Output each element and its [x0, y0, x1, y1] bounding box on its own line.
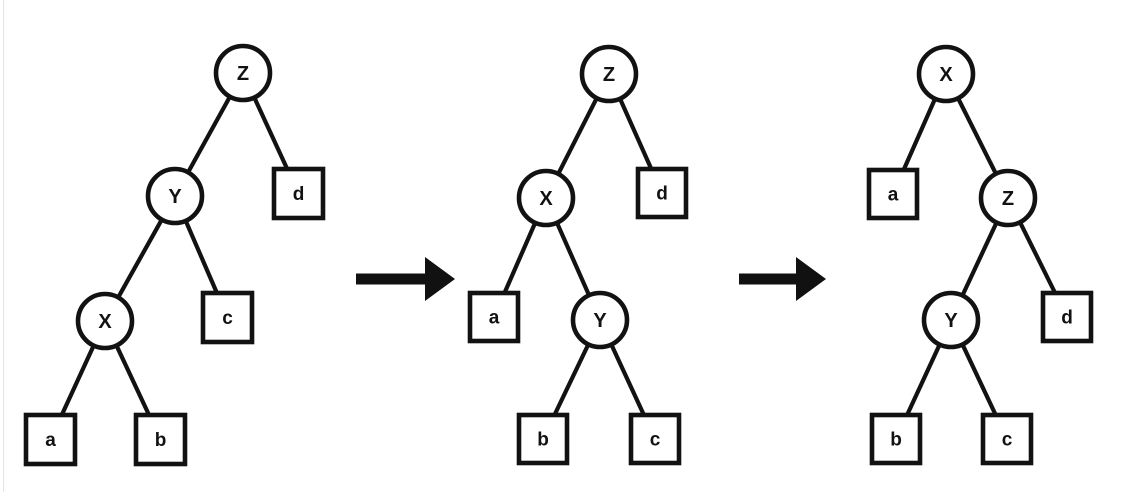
- tree-edge-t2-y-to-t2-b: [552, 342, 591, 418]
- leaf-label: b: [155, 430, 167, 451]
- leaf-label: a: [489, 308, 500, 329]
- tree-edge-t2-z-to-t2-x: [556, 95, 599, 177]
- tree-edge-t1-x-to-t1-a: [59, 343, 96, 418]
- tree-node-t2-y[interactable]: Y: [570, 290, 630, 350]
- tree-edge-t3-y-to-t3-b: [904, 342, 942, 418]
- tree-edge-t3-z-to-t3-y: [960, 220, 999, 298]
- tree-leaf-t2-a[interactable]: a: [467, 290, 521, 344]
- leaf-square-shape: [467, 290, 521, 344]
- leaf-square-shape: [628, 412, 682, 466]
- leaf-label: d: [293, 184, 305, 205]
- tree-leaf-t1-c[interactable]: c: [200, 290, 255, 345]
- tree-leaf-t1-d[interactable]: d: [271, 166, 326, 221]
- node-label: Z: [237, 63, 249, 85]
- node-circle-shape: [213, 43, 273, 103]
- tree-edge-t3-x-to-t3-z: [955, 96, 999, 176]
- tree-node-t3-x[interactable]: X: [916, 44, 976, 104]
- node-circle-shape: [916, 44, 976, 104]
- tree-middle: Z X Yd a b c: [467, 44, 689, 466]
- leaf-label: b: [537, 430, 549, 451]
- node-label: Z: [1002, 188, 1014, 210]
- tree-node-t2-x[interactable]: X: [516, 168, 576, 228]
- leaf-square-shape: [980, 412, 1034, 466]
- tree-edge-t1-y-to-t1-c: [183, 218, 220, 296]
- tree-edge-t1-z-to-t1-d: [252, 95, 290, 172]
- node-circle-shape: [75, 291, 135, 351]
- tree-edge-t1-x-to-t1-b: [114, 343, 152, 418]
- leaf-square-shape: [1040, 290, 1094, 344]
- leaf-square-shape: [133, 412, 188, 467]
- leaf-label: c: [650, 430, 661, 451]
- tree-edges-group: [502, 95, 654, 418]
- tree-edge-t1-z-to-t1-y: [185, 94, 233, 175]
- tree-node-t3-z[interactable]: Z: [978, 168, 1038, 228]
- leaf-square-shape: [200, 290, 255, 345]
- node-circle-shape: [570, 290, 630, 350]
- tree-edge-t2-x-to-t2-y: [554, 220, 592, 298]
- tree-leaf-t3-d[interactable]: d: [1040, 290, 1094, 344]
- leaf-label: d: [656, 184, 668, 205]
- leaf-label: c: [1002, 430, 1013, 451]
- node-label: Z: [603, 64, 615, 86]
- node-label: X: [539, 188, 553, 210]
- leaf-square-shape: [23, 412, 78, 467]
- leaf-label: d: [1061, 308, 1073, 329]
- tree-node-t1-y[interactable]: Y: [145, 166, 205, 226]
- node-circle-shape: [145, 166, 205, 226]
- page-gutter-line: [3, 0, 4, 492]
- leaf-square-shape: [516, 412, 570, 466]
- node-circle-shape: [579, 44, 639, 104]
- node-label: X: [98, 311, 112, 333]
- tree-edge-t3-x-to-t3-a: [901, 96, 938, 173]
- tree-edge-t3-z-to-t3-d: [1017, 220, 1058, 296]
- leaf-label: a: [888, 185, 899, 206]
- tree-edge-t2-x-to-t2-a: [502, 220, 538, 296]
- tree-leaf-t2-c[interactable]: c: [628, 412, 682, 466]
- node-label: Y: [168, 186, 182, 208]
- tree-node-t3-y[interactable]: Y: [921, 290, 981, 350]
- tree-edge-t3-y-to-t3-c: [960, 342, 998, 418]
- tree-leaf-t2-d[interactable]: d: [635, 166, 689, 220]
- leaf-square-shape: [869, 412, 923, 466]
- node-label: Y: [944, 310, 958, 332]
- tree-before: Z Y Xd c a b: [23, 43, 326, 467]
- node-circle-shape: [516, 168, 576, 228]
- tree-node-t1-x[interactable]: X: [75, 291, 135, 351]
- node-label: Y: [593, 310, 607, 332]
- tree-leaf-t1-b[interactable]: b: [133, 412, 188, 467]
- leaf-label: c: [222, 308, 233, 329]
- tree-leaf-t1-a[interactable]: a: [23, 412, 78, 467]
- tree-edge-t2-z-to-t2-d: [617, 96, 654, 172]
- tree-leaf-t3-b[interactable]: b: [869, 412, 923, 466]
- tree-edge-t2-y-to-t2-c: [609, 342, 647, 418]
- leaf-square-shape: [635, 166, 689, 220]
- diagram-content-group: Z Y Xd c a b Z X Yd a b c X Z Ya d b c: [23, 43, 1094, 467]
- node-circle-shape: [978, 168, 1038, 228]
- tree-leaf-t2-b[interactable]: b: [516, 412, 570, 466]
- right-arrow-icon-arrow-2: [739, 257, 826, 301]
- tree-edges-group: [901, 96, 1058, 418]
- tree-edges-group: [59, 94, 290, 418]
- node-circle-shape: [921, 290, 981, 350]
- tree-node-t1-z[interactable]: Z: [213, 43, 273, 103]
- tree-edge-t1-y-to-t1-x: [116, 217, 164, 300]
- leaf-label: b: [890, 430, 902, 451]
- leaf-label: a: [45, 430, 56, 451]
- leaf-square-shape: [271, 166, 326, 221]
- node-label: X: [939, 64, 953, 86]
- leaf-square-shape: [866, 167, 920, 221]
- tree-after: X Z Ya d b c: [866, 44, 1094, 466]
- tree-node-t2-z[interactable]: Z: [579, 44, 639, 104]
- tree-leaf-t3-c[interactable]: c: [980, 412, 1034, 466]
- tree-leaf-t3-a[interactable]: a: [866, 167, 920, 221]
- right-arrow-icon-arrow-1: [356, 257, 455, 301]
